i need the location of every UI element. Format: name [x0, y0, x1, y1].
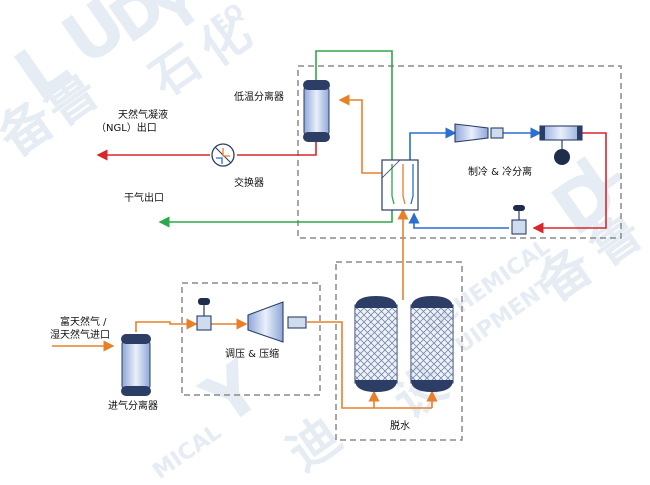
dashed-box-dehydration	[335, 261, 463, 441]
heat-exchanger	[211, 143, 235, 167]
dehydration-tower-left	[354, 296, 398, 392]
dehydration-label: 脱水	[390, 419, 410, 432]
inlet-separator-label: 进气分离器	[108, 399, 158, 412]
dashed-box-cold-section	[297, 65, 622, 239]
low-temp-separator-label: 低温分离器	[234, 90, 284, 103]
feed-gas-lines	[52, 94, 438, 409]
expansion-valve	[511, 205, 527, 235]
low-temp-separator-vessel	[303, 80, 330, 142]
regulate-compress-label: 调压 & 压缩	[225, 347, 279, 360]
feed-gas-compressor	[247, 301, 307, 343]
ngl-outlet-label-line1: 天然气凝液	[118, 108, 168, 121]
dehydration-tower-right	[410, 296, 454, 392]
watermark-latin: MICAL	[148, 420, 226, 485]
watermark-cjk: 迪	[277, 406, 351, 482]
feed-gas-label-line1: 富天然气 /	[60, 315, 107, 328]
feed-gas-label-line2: 湿天然气进口	[50, 328, 110, 341]
liquid-lines	[96, 132, 607, 234]
condenser-drum	[539, 125, 583, 165]
dry-gas-outlet-label: 干气出口	[124, 191, 164, 204]
dashed-box-compression	[181, 282, 321, 396]
pressure-regulating-valve	[196, 298, 212, 331]
exchanger-label: 交换器	[234, 176, 264, 189]
inlet-separator-vessel	[121, 334, 151, 396]
plate-exchanger	[381, 159, 419, 211]
gas-lines	[158, 50, 393, 228]
refrigerant-lines	[408, 127, 542, 229]
refrigeration-label: 制冷 & 冷分离	[468, 165, 532, 178]
refrigeration-compressor	[454, 123, 504, 143]
ngl-outlet-label-line2: （NGL）出口	[96, 121, 157, 134]
